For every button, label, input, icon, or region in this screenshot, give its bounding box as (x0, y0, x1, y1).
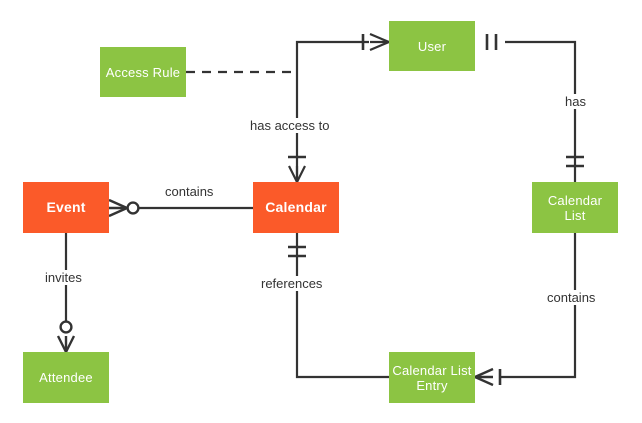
cardinality-crowsfoot-one-calendarlistentry (474, 367, 502, 387)
entity-event[interactable]: Event (23, 182, 109, 233)
entity-calendar-list[interactable]: Calendar List (532, 182, 618, 233)
connector-user-calendarlist (505, 40, 577, 182)
entity-label: Attendee (39, 370, 93, 385)
cardinality-one-and-only-one-user-right (485, 34, 498, 50)
cardinality-one-and-only-one-calendarlist-top (566, 155, 584, 168)
relationship-label-has-access-to: has access to (247, 118, 333, 133)
connector-calendarlist-calendarlistentry (500, 233, 577, 379)
connector-user-calendar (295, 40, 369, 182)
entity-label-line2: Entry (416, 377, 448, 393)
entity-user[interactable]: User (389, 21, 475, 71)
relationship-label-contains-calendar-event: contains (162, 184, 217, 199)
entity-calendar[interactable]: Calendar (253, 182, 339, 233)
entity-label: User (417, 38, 447, 54)
relationship-label-contains-list-entry: contains (544, 290, 599, 305)
entity-label: Access Rule (105, 64, 181, 80)
entity-calendar-list-entry[interactable]: Calendar List Entry (389, 352, 475, 403)
entity-label: Calendar List (547, 192, 603, 223)
cardinality-one-and-only-one-calendar-bottom (288, 245, 306, 258)
connector-calendar-calendarlistentry (295, 233, 389, 379)
cardinality-zero-or-many-attendee (56, 320, 76, 353)
entity-label: Calendar List Entry (392, 363, 471, 393)
relationship-label-has: has (562, 94, 589, 109)
cardinality-zero-or-many-event (108, 198, 140, 218)
entity-label-line1: Calendar List (392, 362, 472, 378)
cardinality-one-or-many-user (361, 32, 390, 52)
entity-attendee[interactable]: Attendee (23, 352, 109, 403)
relationship-label-invites: invites (42, 270, 85, 285)
entity-label: Event (46, 199, 86, 215)
entity-access-rule[interactable]: Access Rule (100, 47, 186, 97)
entity-label: Calendar (265, 199, 327, 215)
cardinality-one-crowsfoot-calendar-top (288, 155, 306, 183)
relationship-label-references: references (258, 276, 326, 291)
